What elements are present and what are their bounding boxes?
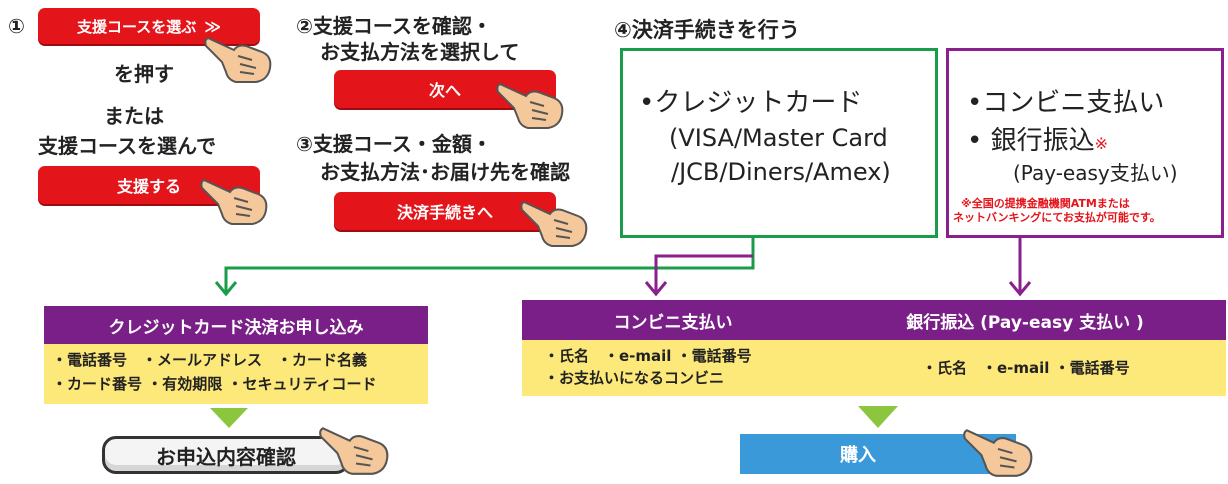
proceed-payment-label: 決済手続きへ: [396, 203, 493, 222]
bank-note-line1: ※全国の提携金融機関ATMまたは: [961, 197, 1130, 210]
credit-card-box: •クレジットカード (VISA/Master Card /JCB/Diners/…: [620, 48, 938, 238]
credit-form-fields: ・電話番号 ・メールアドレス ・カード名義 ・カード番号 ・有効期限 ・セキュリ…: [44, 344, 428, 404]
step3-line1: ③支援コース・金額・: [296, 132, 492, 156]
down-triangle-credit: [210, 408, 248, 428]
next-button[interactable]: 次へ: [334, 70, 556, 108]
conv-fields-row2: ・お支払いになるコンビニ: [544, 369, 725, 387]
select-course-button[interactable]: 支援コースを選ぶ ≫: [38, 8, 260, 44]
pointing-hand-icon: [204, 36, 272, 83]
bank-transfer-label: • 銀行振込: [967, 126, 1095, 156]
bank-note-line2: ネットバンキングにてお支払が可能です。: [953, 211, 1161, 224]
down-triangle-purchase: [858, 406, 898, 428]
pointing-hand-icon: [200, 178, 268, 225]
payeasy-line: (Pay-easy支払い): [1013, 161, 1178, 185]
support-button-label: 支援する: [116, 177, 181, 196]
or-text: または: [104, 104, 164, 128]
conv-fields-row1: ・氏名 ・e-mail ・電話番号: [544, 347, 752, 365]
credit-fields-row2: ・カード番号 ・有効期限 ・セキュリティコード: [52, 375, 377, 393]
purchase-label: 購入: [840, 445, 876, 466]
connector-conv: [654, 254, 753, 294]
pointing-hand-icon: [520, 200, 588, 247]
connector-credit: [224, 236, 755, 294]
pointing-hand-icon: [496, 82, 564, 129]
arrow-head-credit: [214, 281, 238, 297]
conv-form-fields: ・氏名 ・e-mail ・電話番号 ・お支払いになるコンビニ: [522, 340, 824, 396]
proceed-payment-button[interactable]: 決済手続きへ: [334, 192, 556, 230]
step2-line2: お支払方法を選択して: [320, 40, 520, 64]
bank-fields-row1: ・氏名 ・e-mail ・電話番号: [922, 359, 1130, 377]
convenience-line: •コンビニ支払い: [967, 88, 1165, 118]
step4-title: ④決済手続きを行う: [614, 18, 800, 42]
credit-fields-row1: ・電話番号 ・メールアドレス ・カード名義: [52, 351, 368, 369]
alt-instruction-text: 支援コースを選んで: [38, 134, 216, 158]
credit-brands-line1: (VISA/Master Card: [669, 124, 888, 152]
step1-number: ①: [8, 14, 25, 38]
step2-line1: ②支援コースを確認・: [296, 14, 492, 38]
credit-card-line: •クレジットカード: [639, 88, 863, 118]
bank-form-header: 銀行振込 (Pay-easy 支払い ): [824, 300, 1226, 340]
bank-form-fields: ・氏名 ・e-mail ・電話番号: [824, 340, 1226, 396]
arrow-head-conv: [644, 281, 668, 297]
select-course-label: 支援コースを選ぶ: [76, 17, 197, 36]
credit-brands-line2: /JCB/Diners/Amex): [671, 158, 891, 186]
credit-form-header: クレジットカード決済お申し込み: [44, 306, 428, 344]
conv-form-header: コンビニ支払い: [522, 300, 824, 340]
convenience-bank-box: •コンビニ支払い • 銀行振込※ (Pay-easy支払い) ※全国の提携金融機…: [946, 48, 1224, 238]
press-text: を押す: [114, 62, 174, 86]
arrow-head-bank: [1008, 281, 1032, 297]
step3-line2: お支払方法･お届け先を確認: [320, 160, 570, 184]
confirm-application-label: お申込内容確認: [156, 444, 296, 469]
pointing-hand-icon: [963, 429, 1033, 477]
bank-transfer-line: • 銀行振込※: [967, 125, 1108, 158]
confirm-application-button[interactable]: お申込内容確認: [102, 436, 350, 474]
next-button-label: 次へ: [428, 81, 461, 100]
bank-note-mark: ※: [1094, 134, 1109, 153]
double-chevron-icon: ≫: [204, 16, 221, 36]
pointing-hand-icon: [319, 427, 389, 475]
